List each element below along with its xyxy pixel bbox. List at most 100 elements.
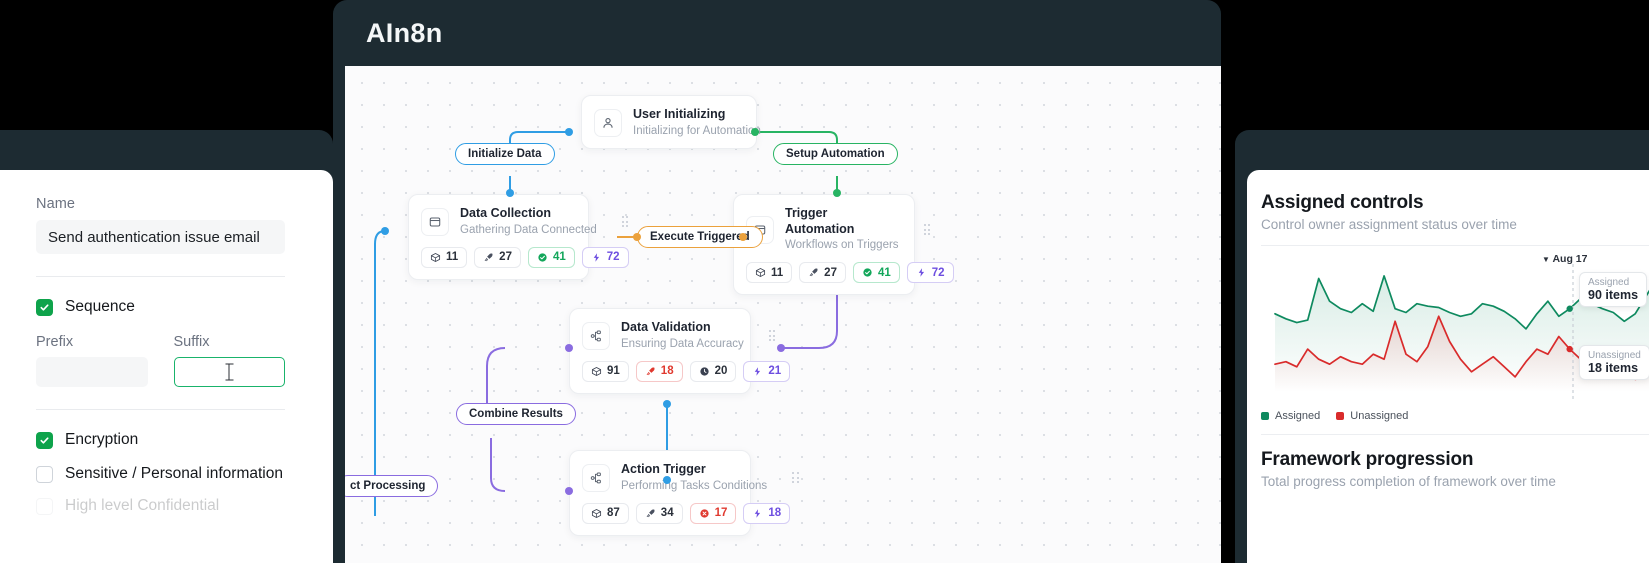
workflow-canvas[interactable]: User Initializing Initializing for Autom… bbox=[345, 66, 1221, 563]
sequence-checkbox[interactable] bbox=[36, 298, 53, 316]
drag-handle-icon[interactable] bbox=[778, 472, 799, 484]
rocket-icon bbox=[809, 268, 818, 277]
suffix-group: Suffix bbox=[173, 334, 285, 387]
node-text: Trigger Automation Workflows on Triggers bbox=[785, 206, 899, 253]
stat-chip: 91 bbox=[582, 360, 629, 382]
connector-dot bbox=[833, 189, 841, 197]
stat-value: 18 bbox=[768, 507, 782, 520]
workflow-node-data-validation[interactable]: Data Validation Ensuring Data Accuracy 9… bbox=[569, 308, 791, 394]
confidential-checkbox[interactable] bbox=[36, 497, 53, 515]
workflow-node-action-trigger[interactable]: Action Trigger Performing Tasks Conditio… bbox=[569, 450, 799, 536]
connector-dot bbox=[751, 128, 759, 136]
node-tree-icon bbox=[582, 463, 610, 492]
framework-progression-subtitle: Total progress completion of framework o… bbox=[1261, 474, 1556, 489]
legend-item-assigned: Assigned bbox=[1261, 410, 1320, 422]
name-label: Name bbox=[36, 196, 76, 212]
divider bbox=[1261, 434, 1649, 435]
stat-value: 20 bbox=[714, 365, 728, 378]
stat-value: 21 bbox=[768, 365, 782, 378]
workflow-pill-execute-triggered[interactable]: Execute Triggered bbox=[637, 226, 763, 248]
workflow-pill-combine-results[interactable]: Combine Results bbox=[456, 403, 576, 425]
workflow-pill-initialize-data[interactable]: Initialize Data bbox=[455, 143, 555, 165]
encryption-checkbox-row[interactable]: Encryption bbox=[36, 431, 285, 449]
confidential-checkbox-row[interactable]: High level Confidential bbox=[36, 497, 285, 515]
node-title: Trigger Automation bbox=[785, 206, 855, 236]
encryption-label: Encryption bbox=[65, 431, 139, 448]
name-field-group: Name bbox=[36, 196, 285, 254]
bolt-icon bbox=[593, 252, 599, 262]
tooltip-value: 18 items bbox=[1588, 361, 1639, 375]
text-cursor-icon bbox=[225, 363, 234, 381]
archive-icon bbox=[421, 207, 449, 236]
stat-chip: 21 bbox=[743, 360, 791, 382]
suffix-input-wrap bbox=[173, 357, 285, 387]
node-text: Action Trigger Performing Tasks Conditio… bbox=[621, 462, 767, 494]
sensitive-checkbox-row[interactable]: Sensitive / Personal information bbox=[36, 465, 285, 483]
connector-dot bbox=[565, 128, 573, 136]
workflow-node-trigger-automation[interactable]: Trigger Automation Workflows on Triggers… bbox=[733, 194, 954, 296]
stat-value: 41 bbox=[877, 266, 891, 279]
sequence-label: Sequence bbox=[65, 298, 135, 315]
connector-dot bbox=[663, 476, 671, 484]
node-stats: 91 18 20 21 bbox=[570, 360, 791, 393]
tooltip-value: 90 items bbox=[1588, 288, 1639, 302]
connector-dot bbox=[777, 344, 785, 352]
stat-value: 41 bbox=[552, 251, 566, 264]
divider-2 bbox=[36, 409, 285, 410]
rocket-icon bbox=[646, 509, 655, 517]
connector-dot bbox=[381, 227, 389, 235]
workflow-node-user-initializing[interactable]: User Initializing Initializing for Autom… bbox=[581, 95, 761, 149]
node-subtitle: Performing Tasks Conditions bbox=[621, 479, 768, 492]
divider-1 bbox=[36, 276, 285, 277]
drag-handle-icon[interactable] bbox=[755, 330, 776, 342]
bolt-icon bbox=[755, 508, 761, 518]
bolt-icon bbox=[755, 366, 761, 376]
node-title: Data Validation bbox=[621, 320, 711, 334]
confidential-label: High level Confidential bbox=[65, 497, 220, 514]
stat-chip: 41 bbox=[852, 262, 900, 284]
prefix-input[interactable] bbox=[36, 357, 148, 387]
node-title: Action Trigger bbox=[621, 462, 706, 476]
stat-value: 17 bbox=[714, 507, 728, 520]
stat-chip: 41 bbox=[527, 246, 575, 268]
sequence-checkbox-row[interactable]: Sequence bbox=[36, 298, 285, 316]
stat-value: 91 bbox=[607, 365, 620, 378]
prefix-suffix-row: Prefix Suffix bbox=[36, 334, 285, 387]
connector-dot bbox=[565, 344, 573, 352]
encryption-checkbox[interactable] bbox=[36, 431, 53, 449]
drag-handle-icon[interactable] bbox=[608, 216, 629, 228]
tooltip-label: Unassigned bbox=[1588, 350, 1641, 361]
tooltip-unassigned: Unassigned 18 items bbox=[1579, 345, 1649, 380]
assigned-controls-chart[interactable]: ▼ Aug 17 bbox=[1261, 250, 1649, 402]
stat-chip: 18 bbox=[635, 360, 683, 382]
stat-chip: 72 bbox=[581, 246, 629, 268]
workflow-pill-setup-automation[interactable]: Setup Automation bbox=[773, 143, 898, 165]
center-workflow-panel: AIn8n bbox=[333, 0, 1221, 563]
node-header: Trigger Automation Workflows on Triggers bbox=[734, 195, 931, 262]
stat-chip: 72 bbox=[906, 262, 954, 284]
cube-icon bbox=[591, 366, 602, 376]
suffix-label: Suffix bbox=[173, 334, 210, 350]
node-header: User Initializing Initializing for Autom… bbox=[582, 96, 761, 148]
sensitive-checkbox[interactable] bbox=[36, 465, 53, 483]
name-input[interactable] bbox=[36, 220, 285, 254]
cube-icon bbox=[755, 268, 766, 278]
tooltip-assigned: Assigned 90 items bbox=[1579, 272, 1648, 307]
stat-chip: 11 bbox=[746, 262, 793, 284]
node-subtitle: Gathering Data Connected bbox=[460, 223, 597, 236]
clock-icon bbox=[699, 366, 709, 376]
workflow-node-data-collection[interactable]: Data Collection Gathering Data Connected… bbox=[408, 194, 629, 280]
node-text: Data Validation Ensuring Data Accuracy bbox=[621, 320, 744, 352]
app-title: AIn8n bbox=[366, 18, 443, 48]
node-subtitle: Ensuring Data Accuracy bbox=[621, 337, 744, 350]
node-header: Action Trigger Performing Tasks Conditio… bbox=[570, 451, 799, 503]
user-icon bbox=[594, 108, 622, 137]
cube-icon bbox=[591, 508, 602, 518]
rocket-icon bbox=[646, 367, 655, 375]
node-stats: 11 27 41 72 bbox=[409, 246, 629, 279]
node-stats: 11 27 41 72 bbox=[734, 262, 954, 294]
workflow-pill-act-processing[interactable]: ct Processing bbox=[345, 475, 439, 497]
x-circle-icon bbox=[699, 508, 709, 518]
drag-handle-icon[interactable] bbox=[910, 224, 931, 236]
